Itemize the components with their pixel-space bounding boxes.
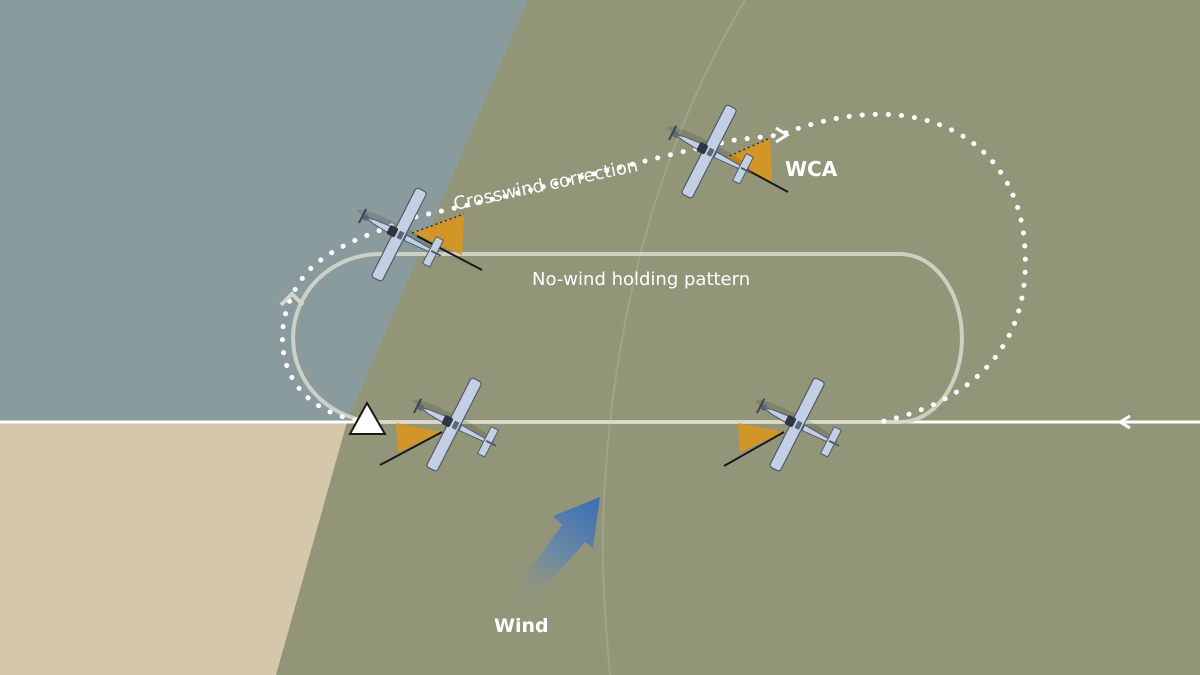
inbound-arrow-icon bbox=[1117, 414, 1131, 430]
wca-label: WCA bbox=[785, 157, 838, 181]
wca-wedge-lower-left bbox=[379, 423, 443, 466]
pattern-direction-arrow-icon bbox=[279, 291, 305, 307]
terrain-line bbox=[601, 0, 746, 675]
no-wind-pattern-label: No-wind holding pattern bbox=[532, 269, 750, 290]
upper-left-region bbox=[0, 0, 528, 422]
wind-label: Wind bbox=[494, 615, 549, 637]
wind-arrow-icon bbox=[510, 497, 600, 604]
no-wind-pattern-track bbox=[291, 252, 964, 424]
track-direction-arrow-icon bbox=[775, 126, 790, 144]
wca-wedge-lower-right bbox=[723, 423, 785, 467]
triangle-fix-icon bbox=[348, 400, 387, 435]
wind-corrected-track bbox=[279, 111, 1028, 425]
lower-left-region bbox=[0, 422, 347, 675]
